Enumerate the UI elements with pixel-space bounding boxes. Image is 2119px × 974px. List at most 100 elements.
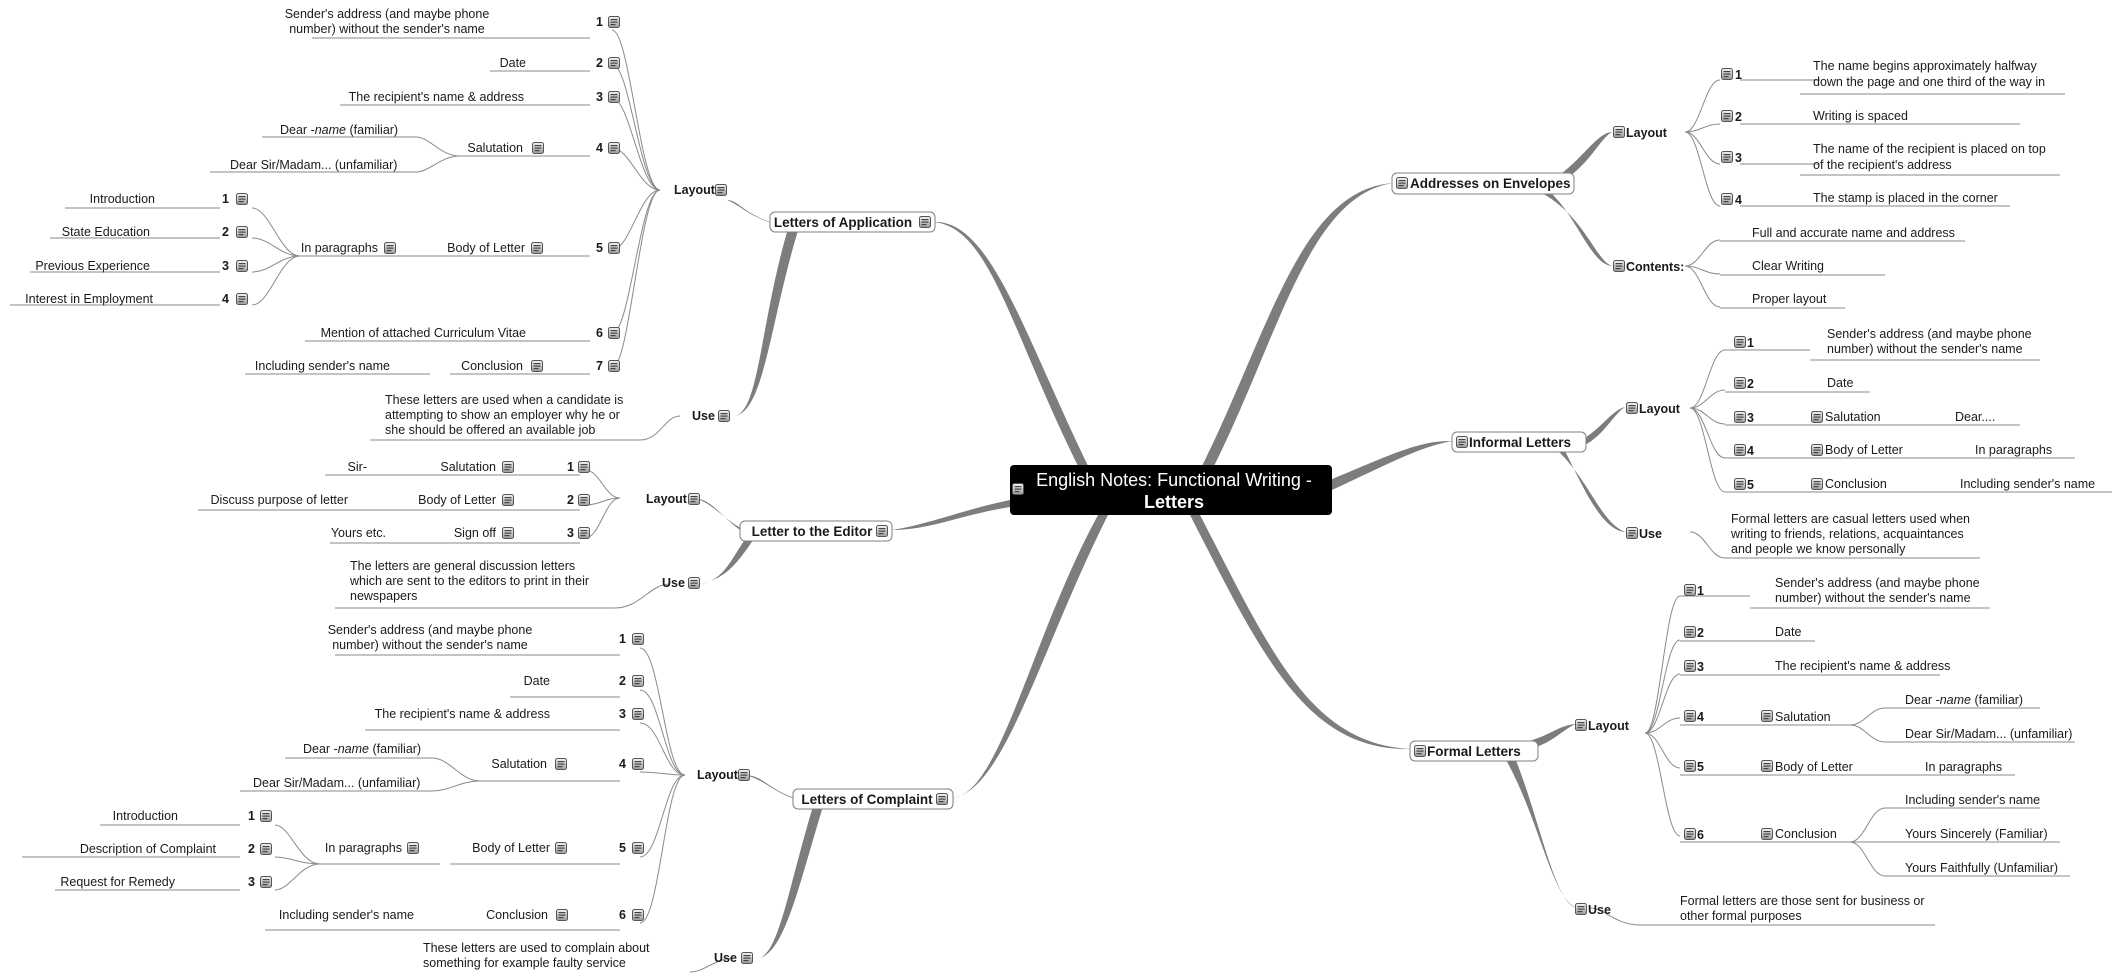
note-icon xyxy=(632,909,644,921)
note-icon xyxy=(1626,527,1638,539)
note-icon xyxy=(1456,436,1468,448)
formal-use-text-line1: Formal letters are those sent for busine… xyxy=(1680,894,1925,908)
note-icon xyxy=(718,410,730,422)
envelopes-contents-node[interactable]: Contents: Full and accurate name and add… xyxy=(1613,226,1955,306)
envelopes-layout-2-num: 2 xyxy=(1735,110,1742,124)
application-use-text-line1: These letters are used when a candidate … xyxy=(385,393,623,407)
note-icon xyxy=(688,493,700,505)
complaint-use-node[interactable]: Use These letters are used to complain a… xyxy=(423,941,753,970)
complaint-item-1-text-line2: number) without the sender's name xyxy=(332,638,528,652)
note-icon xyxy=(632,708,644,720)
note-icon xyxy=(1575,903,1587,915)
formal-item-5-num: 5 xyxy=(1697,760,1704,774)
informal-item-1-text-line1: Sender's address (and maybe phone xyxy=(1827,327,2032,341)
note-icon xyxy=(236,193,248,205)
complaint-item-1-text-line1: Sender's address (and maybe phone xyxy=(328,623,533,637)
complaint-layout-node[interactable]: Layout xyxy=(697,768,750,782)
complaint-salutation-unfamiliar: Dear Sir/Madam... (unfamiliar) xyxy=(253,776,420,790)
complaint-items: Sender's address (and maybe phone number… xyxy=(60,623,644,922)
complaint-use-label: Use xyxy=(714,951,737,965)
note-icon xyxy=(1811,411,1823,423)
branch-complaint xyxy=(952,515,1108,798)
editor-layout-node[interactable]: Layout xyxy=(646,492,700,506)
envelopes-layout-node[interactable]: Layout xyxy=(1613,126,1668,140)
application-paragraph-1-num: 1 xyxy=(222,192,229,206)
branch-informal xyxy=(1330,440,1452,490)
informal-use-text-line3: and people we know personally xyxy=(1731,542,1906,556)
note-icon xyxy=(1721,110,1733,122)
formal-use-node[interactable]: Use Formal letters are those sent for bu… xyxy=(1575,894,1925,923)
envelopes-layout-1-text-line2: down the page and one third of the way i… xyxy=(1813,75,2045,89)
informal-item-5-num: 5 xyxy=(1747,478,1754,492)
connector-lines xyxy=(10,29,2112,973)
informal-item-3-child: Dear.... xyxy=(1955,410,1995,424)
note-icon xyxy=(236,226,248,238)
editor-item-2-child: Discuss purpose of letter xyxy=(210,493,348,507)
formal-item-2-text: Date xyxy=(1775,625,1801,639)
application-salutation-familiar: Dear -name (familiar) xyxy=(280,123,398,137)
informal-layout-node[interactable]: Layout xyxy=(1626,402,1681,416)
note-icon xyxy=(608,327,620,339)
note-icon xyxy=(1613,126,1625,138)
topic-letter-to-the-editor[interactable]: Letter to the Editor xyxy=(739,520,893,542)
branch-formal-use xyxy=(1505,758,1577,908)
application-item-4-text: Salutation xyxy=(467,141,523,155)
note-icon xyxy=(1684,828,1696,840)
topic-formal-letters[interactable]: Formal Letters xyxy=(1409,740,1539,762)
complaint-item-6-num: 6 xyxy=(619,908,626,922)
complaint-item-6-text: Conclusion xyxy=(486,908,548,922)
note-icon xyxy=(555,842,567,854)
informal-use-node[interactable]: Use Formal letters are casual letters us… xyxy=(1626,512,1971,556)
main-branches xyxy=(695,132,1625,958)
branch-complaint-layout xyxy=(745,775,800,800)
editor-use-text-line2: which are sent to the editors to print i… xyxy=(349,574,589,588)
note-icon xyxy=(715,184,727,196)
topic-addresses-on-envelopes[interactable]: Addresses on Envelopes xyxy=(1391,172,1575,195)
envelopes-contents-3: Proper layout xyxy=(1752,292,1827,306)
informal-title: Informal Letters xyxy=(1469,435,1571,450)
note-icon xyxy=(1734,377,1746,389)
note-icon xyxy=(1626,402,1638,414)
note-icon xyxy=(1811,478,1823,490)
complaint-paragraph-3-num: 3 xyxy=(248,875,255,889)
application-use-label: Use xyxy=(692,409,715,423)
central-title-line1: English Notes: Functional Writing - xyxy=(1036,470,1312,490)
topic-letters-of-application[interactable]: Letters of Application xyxy=(769,211,936,233)
central-topic[interactable]: English Notes: Functional Writing - Lett… xyxy=(1010,465,1332,515)
topic-informal-letters[interactable]: Informal Letters xyxy=(1451,431,1587,453)
note-icon xyxy=(1721,151,1733,163)
informal-use-label: Use xyxy=(1639,527,1662,541)
formal-use-label: Use xyxy=(1588,903,1611,917)
application-paragraph-1-text: Introduction xyxy=(90,192,155,206)
application-item-3-text: The recipient's name & address xyxy=(349,90,524,104)
complaint-paragraph-1-text: Introduction xyxy=(113,809,178,823)
formal-layout-label: Layout xyxy=(1588,719,1630,733)
note-icon xyxy=(407,842,419,854)
application-item-4-num: 4 xyxy=(596,141,603,155)
editor-use-label: Use xyxy=(662,576,685,590)
application-use-node[interactable]: Use These letters are used when a candid… xyxy=(385,393,730,437)
editor-item-1-child: Sir- xyxy=(348,460,367,474)
editor-item-1-text: Salutation xyxy=(440,460,496,474)
formal-conclusion-child-1: Including sender's name xyxy=(1905,793,2040,807)
branch-informal-layout xyxy=(1580,407,1625,445)
formal-layout-node[interactable]: Layout xyxy=(1575,719,1630,733)
note-icon xyxy=(1761,760,1773,772)
envelopes-layout-4-num: 4 xyxy=(1735,193,1742,207)
informal-layout-label: Layout xyxy=(1639,402,1681,416)
envelopes-contents-1: Full and accurate name and address xyxy=(1752,226,1955,240)
note-icon xyxy=(384,242,396,254)
application-conclusion-child: Including sender's name xyxy=(255,359,390,373)
note-icon xyxy=(608,142,620,154)
informal-item-5-child: Including sender's name xyxy=(1960,477,2095,491)
branch-application-layout xyxy=(727,200,775,224)
editor-use-node[interactable]: Use The letters are general discussion l… xyxy=(349,559,700,603)
application-layout-node[interactable]: Layout xyxy=(674,183,727,197)
note-icon xyxy=(738,769,750,781)
topic-letters-of-complaint[interactable]: Letters of Complaint xyxy=(792,788,954,810)
formal-item-4-num: 4 xyxy=(1697,710,1704,724)
note-icon xyxy=(1396,177,1408,189)
application-item-5-num: 5 xyxy=(596,241,603,255)
application-paragraph-3-text: Previous Experience xyxy=(35,259,150,273)
envelopes-contents-2: Clear Writing xyxy=(1752,259,1824,273)
